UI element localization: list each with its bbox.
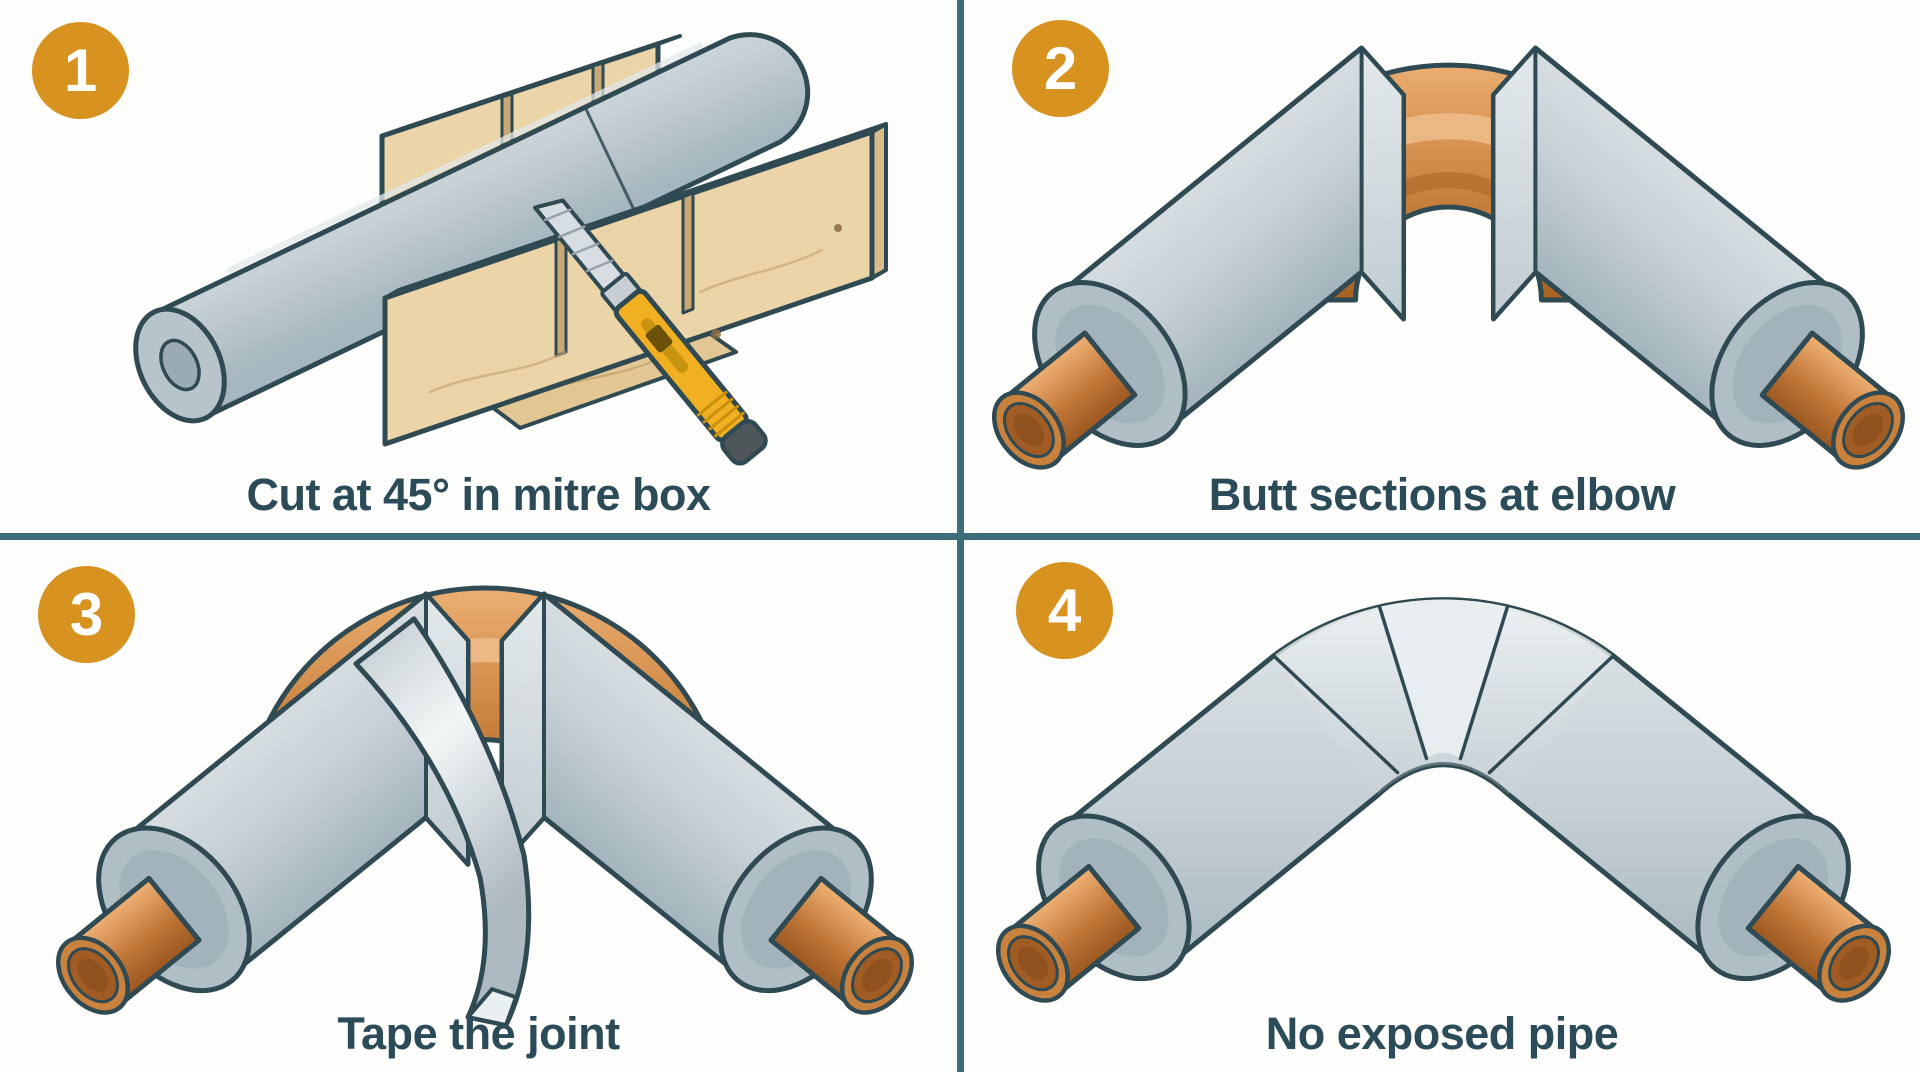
step-number: 3: [69, 580, 104, 648]
tape-joint-illustration: [0, 540, 957, 1072]
step-number: 1: [63, 36, 98, 104]
pipe-insulation-tube: [133, 32, 811, 424]
tape-strip: [353, 616, 532, 1028]
step-caption: No exposed pipe: [1265, 1008, 1619, 1059]
step-panel-1: 1: [0, 0, 957, 533]
insulated-elbow-body: [1056, 597, 1831, 968]
step-panel-3: 3: [0, 540, 957, 1072]
insulation-section-right: [502, 594, 926, 1026]
step-badge-4: 4: [1016, 562, 1113, 659]
mitre-box-illustration: [0, 0, 957, 533]
step-caption: Butt sections at elbow: [1208, 469, 1676, 520]
step-caption: Cut at 45° in mitre box: [246, 469, 711, 520]
insulation-section-right: [1493, 48, 1917, 481]
finished-elbow-illustration: [964, 540, 1920, 1072]
utility-knife: [533, 198, 768, 466]
step-panel-2: 2: [964, 0, 1920, 533]
step-number: 2: [1043, 34, 1078, 102]
butt-sections-illustration: [964, 0, 1920, 533]
step-caption: Tape the joint: [337, 1008, 620, 1059]
step-badge-1: 1: [32, 22, 129, 119]
step-number: 4: [1047, 576, 1082, 644]
step-panel-4: 4: [964, 540, 1920, 1072]
step-badge-2: 2: [1012, 20, 1109, 117]
step-badge-3: 3: [38, 566, 135, 663]
